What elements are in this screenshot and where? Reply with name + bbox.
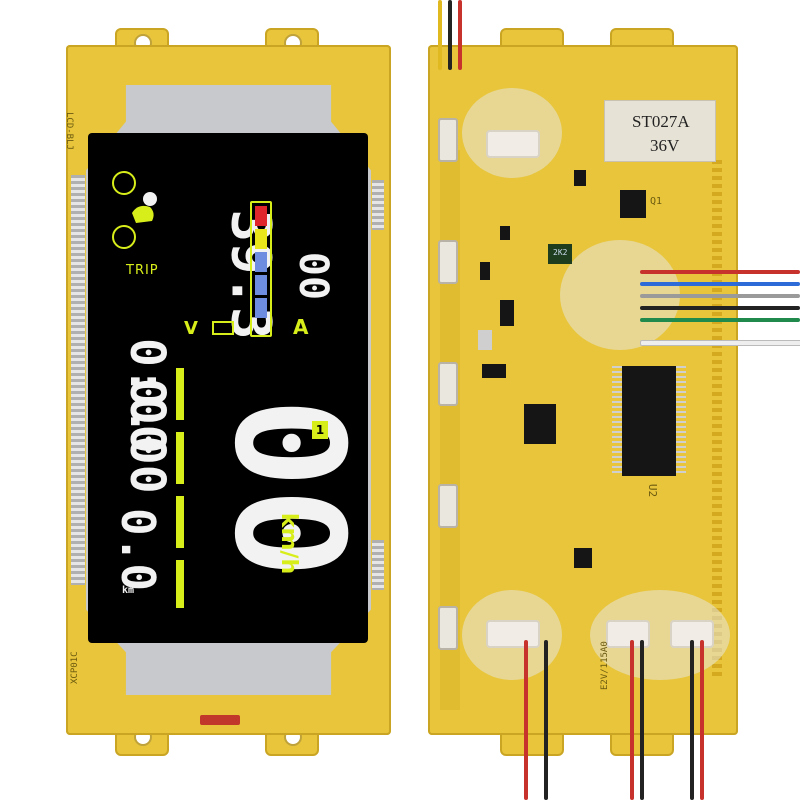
battery-bar-yellow — [255, 229, 267, 249]
chip-label: U2 — [646, 483, 660, 498]
tact-switch[interactable] — [438, 362, 458, 406]
current-readout: 00 — [290, 251, 336, 301]
distance-readout: 0.0 — [111, 508, 165, 592]
wire-black — [690, 640, 694, 800]
rider-icon — [128, 191, 162, 227]
battery-icon — [212, 321, 234, 335]
gear-indicator: 1 — [312, 421, 328, 439]
wire-red — [640, 270, 800, 274]
smd-component — [480, 262, 490, 280]
trip-distance-readout: 0.00 — [119, 378, 175, 494]
connector-bottom-left — [486, 620, 540, 648]
wire-white — [640, 340, 800, 346]
battery-gauge — [250, 201, 272, 337]
connector-bottom-mid — [606, 620, 650, 648]
tact-switch[interactable] — [438, 484, 458, 528]
voltage-unit: V — [184, 318, 198, 339]
battery-bar-blue — [255, 298, 267, 318]
transistor — [620, 190, 646, 218]
smd-component — [482, 364, 506, 378]
lcd-pin-header-left — [71, 175, 85, 585]
pcb-label: LCD-BLJ — [64, 112, 74, 150]
wire-black — [544, 640, 548, 800]
speed-unit: km/h — [276, 512, 302, 575]
wire-red — [524, 640, 528, 800]
wire-blue — [640, 282, 800, 286]
chip-pins — [676, 366, 686, 476]
wheel-icon — [112, 171, 136, 195]
wire-red — [458, 0, 462, 70]
sticker-voltage: 36V — [650, 136, 680, 155]
connector-top — [486, 130, 540, 158]
lcd-screen: TRIP 39.3 V 00 A 0:00 0.00 00 km/h 1 0.0… — [88, 133, 375, 643]
speed-bar — [176, 368, 184, 608]
wire-green — [640, 318, 800, 322]
red-connector — [200, 715, 240, 725]
trip-label: TRIP — [126, 263, 159, 278]
pad-row — [712, 160, 722, 680]
lcd-pin-header-right — [372, 180, 384, 230]
wire-yellow — [438, 0, 442, 70]
speed-readout: 00 — [201, 397, 375, 579]
main-ic-chip — [622, 366, 676, 476]
lcd-pin-header-right — [372, 540, 384, 590]
wire-black — [640, 640, 644, 800]
tact-switch[interactable] — [438, 240, 458, 284]
smd-component — [574, 170, 586, 186]
inductor-label: 2K2 — [553, 248, 568, 257]
smd-component — [500, 300, 514, 326]
smd-component — [478, 330, 492, 350]
wire-grey — [640, 294, 800, 298]
wire-black — [640, 306, 800, 310]
smd-component — [574, 548, 592, 568]
secondary-ic — [524, 404, 556, 444]
distance-unit: km — [122, 585, 135, 596]
battery-bar-blue — [255, 252, 267, 272]
current-unit: A — [293, 315, 309, 339]
wire-black — [448, 0, 452, 70]
sticker — [604, 100, 716, 162]
smd-component — [500, 226, 510, 240]
inductor — [548, 244, 572, 264]
transistor-label: Q1 — [650, 196, 663, 207]
pcb-silk-label: E2V/115A0 — [600, 641, 610, 690]
wheel-icon — [112, 225, 136, 249]
wire-red — [630, 640, 634, 800]
pcb-label: XCP01C — [70, 651, 80, 684]
battery-bar-red — [255, 206, 267, 226]
tact-switch[interactable] — [438, 118, 458, 162]
chip-pins — [612, 366, 622, 476]
wire-red — [700, 640, 704, 800]
tact-switch[interactable] — [438, 606, 458, 650]
trace — [440, 150, 460, 710]
sticker-model: ST027A — [632, 112, 690, 131]
battery-bar-blue — [255, 275, 267, 295]
